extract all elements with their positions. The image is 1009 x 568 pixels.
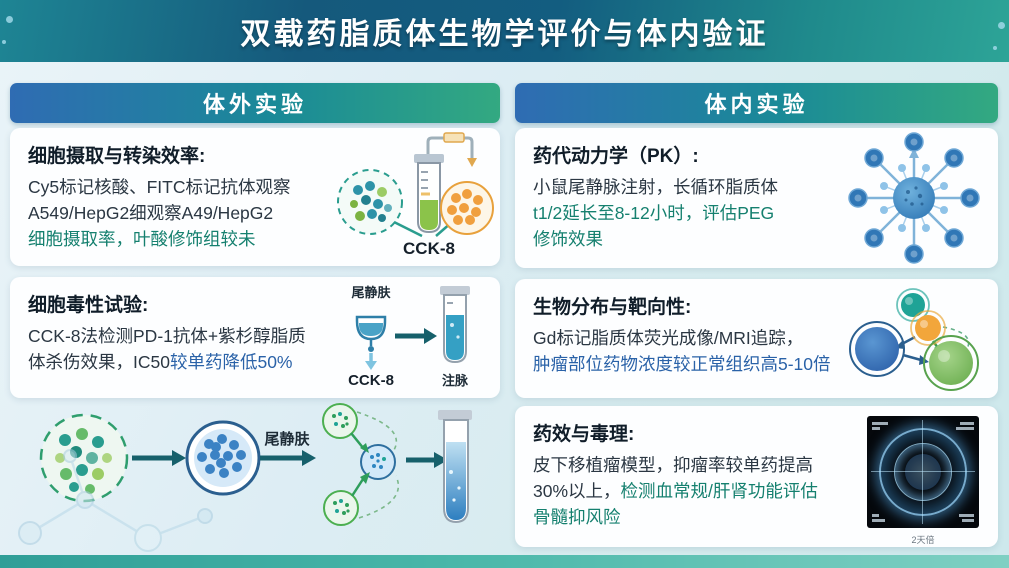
tail-vein-arrow-label: 尾静肤 bbox=[264, 430, 310, 448]
cell-uptake-line3: 细胞摄取率，叶酸修饰组较未 bbox=[28, 229, 256, 249]
cytotoxicity-line2: 体杀伤效果，IC50较单药降低50% bbox=[28, 352, 293, 372]
molecule-decoration bbox=[18, 449, 213, 552]
in-vivo-header: 体内实验 bbox=[515, 83, 998, 123]
arrow-icon bbox=[260, 450, 316, 466]
efficacy-title: 药效与毒理: bbox=[533, 424, 635, 445]
cck8-label-2: CCK-8 bbox=[348, 372, 394, 389]
cytotoxicity-title: 细胞毒性试验: bbox=[28, 295, 149, 316]
cytotoxicity-line2-highlight: 较单药降低50% bbox=[169, 352, 293, 372]
banner-dot-right-2 bbox=[993, 46, 997, 50]
efficacy-card: 药效与毒理: 皮下移植瘤模型，抑瘤率较单药提高 30%以上，检测血常规/肝肾功能… bbox=[515, 406, 998, 547]
page-title: 双载药脂质体生物学评价与体内验证 bbox=[240, 18, 769, 51]
mri-scan-block: 2天倍 bbox=[867, 416, 981, 548]
arrow-icon bbox=[132, 450, 186, 466]
biodistribution-line2: 肿瘤部位药物浓度较正常组织高5-10倍 bbox=[533, 354, 831, 374]
culture-dish-icon bbox=[337, 169, 403, 235]
efficacy-line2: 30%以上，检测血常规/肝肾功能评估 bbox=[533, 481, 818, 501]
in-vitro-header: 体外实验 bbox=[10, 83, 500, 123]
cell-uptake-card: 细胞摄取与转染效率: Cy5标记核酸、FITC标记抗体观察 A549/HepG2… bbox=[10, 128, 500, 266]
bottom-accent-bar bbox=[0, 555, 1009, 568]
tumor-cell-teal-icon bbox=[896, 288, 930, 322]
cytotoxicity-card: 细胞毒性试验: CCK-8法检测PD-1抗体+紫杉醇脂质 体杀伤效果，IC50较… bbox=[10, 277, 500, 398]
banner-dot-right bbox=[998, 22, 1005, 29]
biodistribution-title: 生物分布与靶向性: bbox=[533, 297, 692, 318]
pk-line3: 修饰效果 bbox=[533, 229, 603, 249]
injection-label: 注脉 bbox=[442, 373, 469, 388]
organ-cell-blue-icon bbox=[849, 321, 905, 377]
banner-dot-left bbox=[6, 16, 13, 23]
mri-scan-image bbox=[867, 416, 979, 528]
network-center-node bbox=[893, 177, 935, 219]
cck8-assay-illustration: CCK-8 bbox=[337, 132, 494, 258]
mri-caption: 2天倍 bbox=[911, 535, 935, 545]
arrow-icon bbox=[406, 452, 448, 468]
network-outer-nodes bbox=[848, 132, 980, 264]
pk-title: 药代动力学（PK）: bbox=[533, 146, 699, 167]
pk-distribution-network-icon bbox=[848, 132, 980, 264]
pk-line2: t1/2延长至8-12小时，评估PEG bbox=[533, 203, 775, 223]
process-flow-illustration: 尾静肤 bbox=[39, 403, 472, 526]
tubing-icon bbox=[426, 132, 477, 167]
cytotoxicity-line1: CCK-8法检测PD-1抗体+紫杉醇脂质 bbox=[28, 326, 306, 346]
tumor-cell-orange-icon bbox=[910, 310, 946, 346]
targeting-cells-icon bbox=[322, 403, 400, 526]
biodistribution-illustration bbox=[849, 288, 979, 391]
efficacy-line1: 皮下移植瘤模型，抑瘤率较单药提高 bbox=[533, 455, 813, 475]
efficacy-line2-highlight: 检测血常规/肝肾功能评估 bbox=[620, 481, 818, 501]
in-vivo-header-label: 体内实验 bbox=[704, 92, 809, 117]
cell-plate-icon bbox=[185, 420, 261, 496]
in-vitro-header-label: 体外实验 bbox=[202, 92, 307, 117]
title-banner: 双载药脂质体生物学评价与体内验证 bbox=[0, 0, 1009, 62]
vessel-icon bbox=[355, 315, 387, 370]
sample-tube-icon bbox=[440, 286, 470, 364]
cck8-label: CCK-8 bbox=[403, 239, 455, 258]
pk-line1: 小鼠尾静脉注射，长循环脂质体 bbox=[533, 177, 778, 197]
cell-uptake-line1: Cy5标记核酸、FITC标记抗体观察 bbox=[28, 177, 291, 197]
biodistribution-card: 生物分布与靶向性: Gd标记脂质体荧光成像/MRI追踪， 肿瘤部位药物浓度较正常… bbox=[515, 279, 998, 398]
injection-assay-illustration: 尾静肤 CCK-8 bbox=[348, 285, 470, 389]
cell-uptake-title: 细胞摄取与转染效率: bbox=[28, 146, 206, 167]
tail-vein-label: 尾静肤 bbox=[351, 285, 391, 300]
efficacy-line3: 骨髓抑风险 bbox=[533, 507, 621, 527]
cell-uptake-line2: A549/HepG2细观察A49/HepG2 bbox=[28, 203, 274, 223]
arrow-right-icon bbox=[395, 328, 437, 344]
pk-card: 药代动力学（PK）: 小鼠尾静脉注射，长循环脂质体 t1/2延长至8-12小时，… bbox=[515, 128, 998, 268]
treated-cells-icon bbox=[440, 181, 494, 235]
biodistribution-line1: Gd标记脂质体荧光成像/MRI追踪， bbox=[533, 328, 804, 348]
test-tube-icon bbox=[414, 154, 444, 234]
organ-cell-green-icon bbox=[923, 335, 979, 391]
banner-dot-left-2 bbox=[2, 40, 6, 44]
blood-tube-icon bbox=[438, 410, 472, 524]
liposome-dish-icon bbox=[39, 413, 129, 503]
